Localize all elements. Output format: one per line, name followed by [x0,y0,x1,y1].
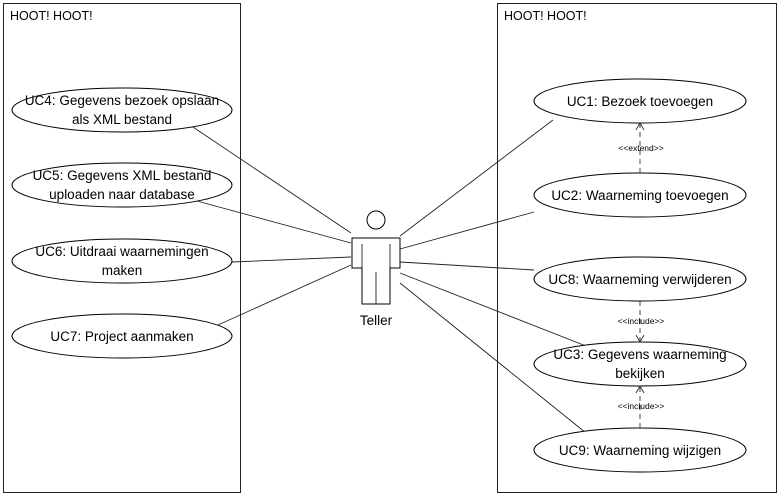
system-title-left: HOOT! HOOT! [10,9,93,23]
actor-name: Teller [360,313,393,328]
use-case-uc4-line2: als XML bestand [72,112,172,127]
include-label-1: <<include>> [618,316,665,326]
use-case-uc3-line1: UC3: Gegevens waarneming [553,347,726,362]
association-uc3 [399,272,587,347]
use-case-uc4[interactable]: UC4: Gegevens bezoek opslaan als XML bes… [11,87,233,133]
use-case-uc9-line1: UC9: Waarneming wijzigen [559,443,721,458]
use-case-uc6[interactable]: UC6: Uitdraai waarnemingen maken [11,238,233,284]
use-case-uc6-line2: maken [102,263,143,278]
use-case-uc7-line1: UC7: Project aanmaken [50,329,193,344]
actor-body [351,237,401,305]
use-case-uc1-line1: UC1: Bezoek toevoegen [567,94,713,109]
use-case-uc6-line1: UC6: Uitdraai waarnemingen [35,244,208,259]
use-case-uc2[interactable]: UC2: Waarneming toevoegen [533,172,747,218]
association-uc4 [177,116,352,234]
include-relation-uc8-uc3: <<include>> [618,301,665,343]
system-boundary-right [497,3,777,493]
association-uc6 [231,256,352,263]
extend-label: <<extend>> [618,143,663,153]
use-case-uc9[interactable]: UC9: Waarneming wijzigen [533,427,747,473]
use-case-uc5-line2: uploaden naar database [49,187,195,202]
use-case-uc5-line1: UC5: Gegevens XML bestand [33,168,212,183]
actor-head [366,210,386,230]
use-case-uc8-line1: UC8: Waarneming verwijderen [548,272,731,287]
actor-teller[interactable]: Teller [351,210,401,328]
include-label-2: <<include>> [618,401,665,411]
association-uc9 [399,282,592,438]
use-case-uc8[interactable]: UC8: Waarneming verwijderen [533,256,747,302]
association-uc5 [185,197,352,244]
association-uc8 [399,261,535,271]
use-case-uc4-line1: UC4: Gegevens bezoek opslaan [25,93,219,108]
extend-relation: <<extend>> [618,122,664,173]
use-case-uc7[interactable]: UC7: Project aanmaken [11,313,233,359]
use-case-uc5[interactable]: UC5: Gegevens XML bestand uploaden naar … [11,162,233,208]
use-case-uc3-line2: bekijken [615,366,665,381]
use-case-uc3[interactable]: UC3: Gegevens waarneming bekijken [533,341,747,387]
association-uc1 [399,119,554,237]
association-uc7 [217,264,352,326]
use-case-uc1[interactable]: UC1: Bezoek toevoegen [533,78,747,124]
system-title-right: HOOT! HOOT! [504,9,587,23]
use-case-uc2-line1: UC2: Waarneming toevoegen [551,188,728,203]
association-uc2 [399,211,535,250]
include-relation-uc9-uc3: <<include>> [618,385,665,428]
